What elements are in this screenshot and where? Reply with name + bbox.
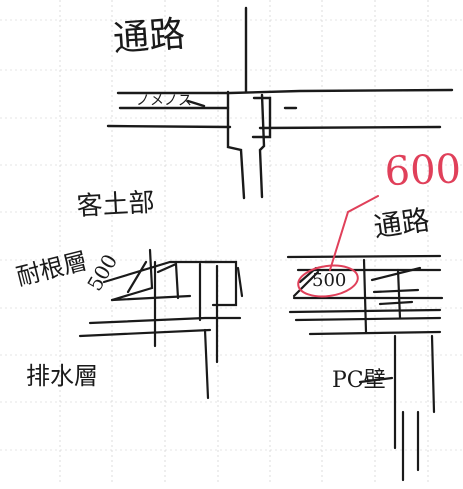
pc-wall-label: PC壁 [332,368,386,393]
left-detail-lines [78,248,244,400]
red-value-label: 600 [383,146,462,195]
top-mark-label: ノメノス [136,93,192,109]
road-label-top: 通路 [111,13,187,60]
red-annotation [297,195,379,298]
drainage-layer-label: 排水層 [26,362,98,390]
road-label-right: 通路 [371,203,432,244]
dimension-label-right: 500 [312,270,347,291]
cover-soil-label: 客土部 [75,187,156,222]
right-detail-lines [286,254,444,482]
top-section-lines [106,6,454,200]
